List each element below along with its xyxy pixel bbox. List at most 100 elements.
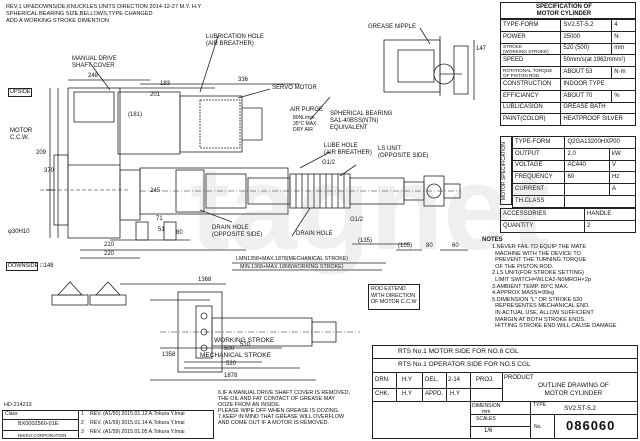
company-name: NIKKO CORPORATION (18, 433, 67, 438)
label-proj: PROJ. (476, 377, 494, 383)
callout-lmn-mech: LMN1358+MAX.1878(MECHANICAL STROKE) (236, 256, 349, 262)
revision-symbol: 3 (81, 429, 84, 435)
dim-80b: 80 (426, 243, 433, 249)
spec-key: STROKE (WORKING STROKE) (499, 42, 562, 56)
dim-1878: 1878 (224, 373, 238, 379)
note-item: 1.NEVER FAIL TO EQUIP THE MATE MACHINE W… (492, 244, 587, 270)
dim-336: 336 (238, 77, 249, 83)
note-item: 5.DIMENSION "L" OR STROKE 520 REPRESENTE… (492, 296, 617, 330)
spec-key: PAINT(COLOR) (499, 113, 562, 127)
callout-bore: φ30H10 (8, 229, 30, 235)
motor-spec-unit: V (608, 159, 637, 173)
spec-unit: mm (611, 42, 636, 56)
title-block-rule (554, 414, 555, 439)
doc-code: BX0002560-01E (18, 421, 59, 427)
motor-spec-value: 2.0 (564, 147, 610, 161)
motor-spec-unit: kW (608, 147, 637, 161)
dim-210: 210 (104, 242, 115, 248)
spec-unit: % (611, 89, 636, 103)
label-no: No. (534, 424, 542, 430)
dim-510: 510 (240, 342, 251, 348)
value-unit: mm (482, 409, 491, 415)
spec-unit: N (611, 30, 636, 44)
dim-201: 201 (150, 92, 161, 98)
callout-lube-hole: LUBE HOLE (AIR BREATHER) (324, 143, 372, 156)
callout-min-working: MIN.1368+MAX.1868(WORKING STROKE) (240, 264, 344, 270)
note-item: 4.APPROX MASS≒95kg (492, 290, 555, 297)
title-block-rule (372, 358, 638, 359)
callout-drain-hole-opposite: DRAIN HOLE (OPPOSITE SIDE) (212, 225, 263, 238)
motor-spec-label-box (500, 136, 512, 205)
dim-1368: 1368 (198, 277, 212, 283)
spec-key: TYPE-FORM (499, 19, 562, 32)
value-appd: H.Y (450, 391, 461, 397)
label-appd: APPD. (425, 391, 444, 397)
title-block-rule (422, 372, 423, 401)
label-class: Class (5, 411, 18, 417)
notes-title: NOTES (482, 237, 503, 243)
dim-183: 183 (160, 81, 171, 87)
watermark: tagnet (190, 141, 550, 275)
dim-370: 370 (44, 168, 55, 174)
label-del: DEL. (425, 377, 439, 383)
motor-spec-value (564, 194, 636, 208)
spec-title-box (500, 2, 636, 19)
dim-148: □148 (40, 263, 54, 269)
revision-entry: REV. (A1/59) 2015.01.14 A.Tokura Y.Imai (90, 420, 185, 426)
label-product: PRODUCT (504, 375, 534, 381)
note-bottom-2: OOZE FROM AN INSIDE. (218, 402, 281, 408)
dim-80: 80 (176, 230, 183, 236)
revision-block-rule (78, 410, 79, 439)
callout-drain-hole: DRAIN HOLE (296, 231, 333, 237)
spec-key: CONSTRUCTION (499, 77, 562, 91)
title-block-rule (530, 401, 531, 439)
spec-key: LUBLICASION (499, 101, 562, 115)
spec-value: 25000 (560, 30, 613, 44)
value-drn: H.Y (402, 377, 413, 383)
revision-symbol: 2 (81, 420, 84, 426)
motor-spec-value: Q2GA13200HXP00 (564, 136, 636, 149)
motor-spec-unit: A (608, 183, 637, 196)
callout-spherical-bearing: SPHERICAL BEARING SA1-40BSS(NTN) EQUIVAL… (330, 111, 393, 131)
rod-extend-box (368, 284, 420, 310)
spec-value: HEATPROOF SILVER (560, 113, 636, 127)
downside-box (6, 262, 38, 271)
spec-title: SPECIFICATION OF MOTOR CYLINDER (536, 4, 592, 17)
title-block-rule (372, 388, 502, 389)
spec-key: SPEED (499, 54, 562, 68)
dim-1358: 1358 (162, 352, 176, 358)
value-del: 2-14 (448, 377, 461, 383)
label-scales: SCALES (476, 416, 496, 422)
dim-245: 245 (150, 188, 161, 194)
callout-grease-nipple: GREASE NIPPLE (368, 24, 417, 30)
revision-header-line1: REV.1 UP&DOWNSIDE,KNUCKLES UNITS DIRECTI… (6, 4, 202, 10)
drawing-title: OUTLINE DRAWING OF MOTOR CYLINDER (538, 382, 609, 397)
callout-air-purge-spec: 80NL/min. 35°C MAX. DRY AIR (293, 115, 318, 133)
dim-500: 500 (224, 346, 235, 352)
callout-g12-a: G1/2 (322, 160, 336, 166)
quantity-key: QUANTITY (499, 219, 586, 233)
rts-line-2: RTS No.1 OPERATOR SIDE FOR NO.5 CGL (398, 361, 531, 368)
motor-spec-value: AC440 (564, 159, 610, 173)
spec-value: ABOUT 70 (560, 89, 613, 103)
label-type: TYPE (533, 402, 547, 408)
dim-220: 220 (104, 251, 115, 257)
callout-air-purge: AIR PURGE (290, 107, 324, 113)
spec-unit: N·m (611, 66, 636, 79)
title-block-rule (470, 372, 471, 439)
spec-value: 520 (500) (560, 42, 613, 56)
drawing-number: 086060 (566, 418, 616, 433)
note-bottom-0: 6.IF A MANUAL DRIVE SHAFT COVER IS REMOV… (218, 390, 351, 396)
